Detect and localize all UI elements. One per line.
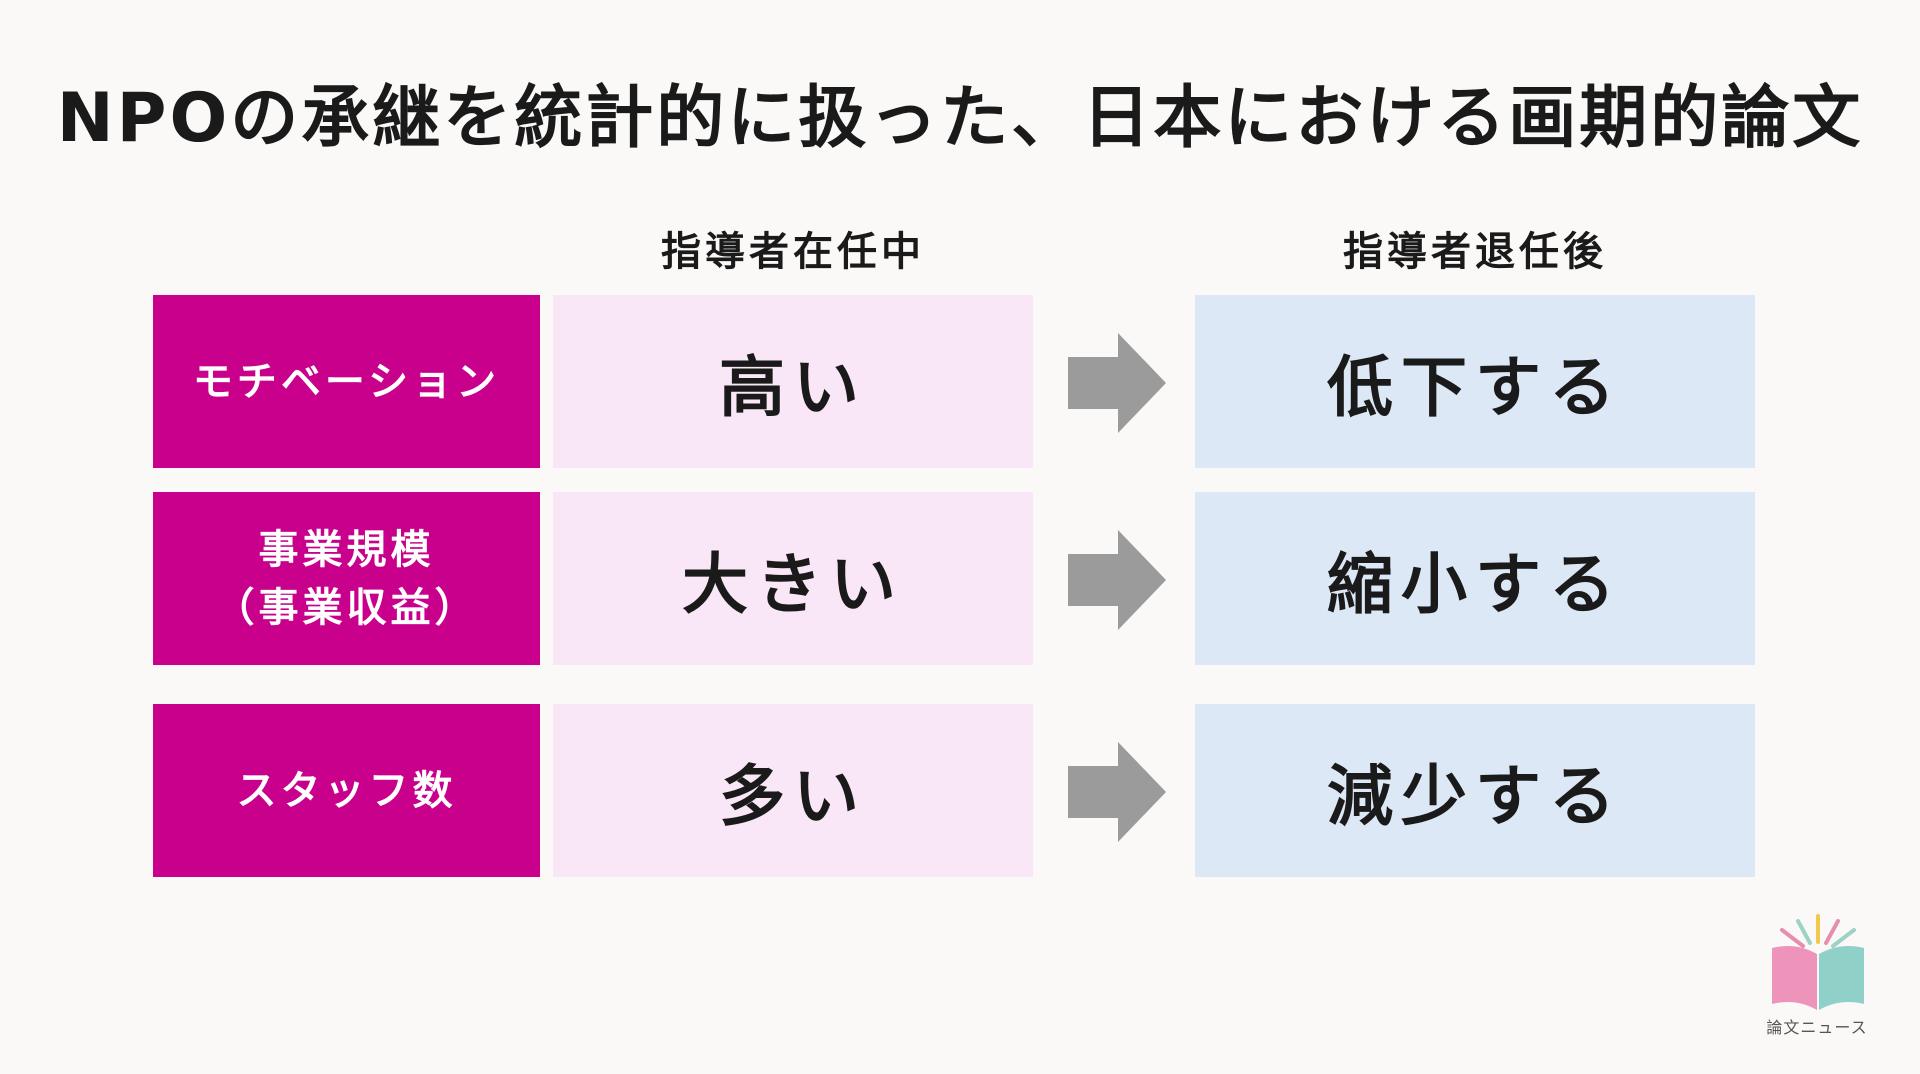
after-value: 減少する [1195,704,1755,877]
during-value: 高い [553,295,1033,468]
right-arrow-icon [1068,530,1166,630]
row-label: 事業規模 （事業収益） [153,492,540,665]
during-value: 多い [553,704,1033,877]
during-value: 大きい [553,492,1033,665]
after-value: 縮小する [1195,492,1755,665]
right-arrow-icon [1068,742,1166,842]
row-label: スタッフ数 [153,704,540,877]
row-label-line: モチベーション [192,358,501,405]
column-header-during: 指導者在任中 [661,229,925,275]
logo-text: 論文ニュース [1766,1018,1868,1037]
right-arrow-icon [1068,333,1166,433]
comparison-row-motivation: モチベーション 高い 低下する [0,295,1920,468]
row-label: モチベーション [153,295,540,468]
comparison-row-staff-count: スタッフ数 多い 減少する [0,704,1920,877]
row-label-line: （事業収益） [214,584,479,631]
open-book-icon [1772,914,1864,1010]
row-label-line: 事業規模 [258,526,435,573]
after-value: 低下する [1195,295,1755,468]
page-title: NPOの承継を統計的に扱った、日本における画期的論文 [56,79,1864,158]
column-header-after: 指導者退任後 [1343,229,1607,275]
comparison-row-business-scale: 事業規模 （事業収益） 大きい 縮小する [0,492,1920,665]
row-label-line: スタッフ数 [236,767,457,814]
